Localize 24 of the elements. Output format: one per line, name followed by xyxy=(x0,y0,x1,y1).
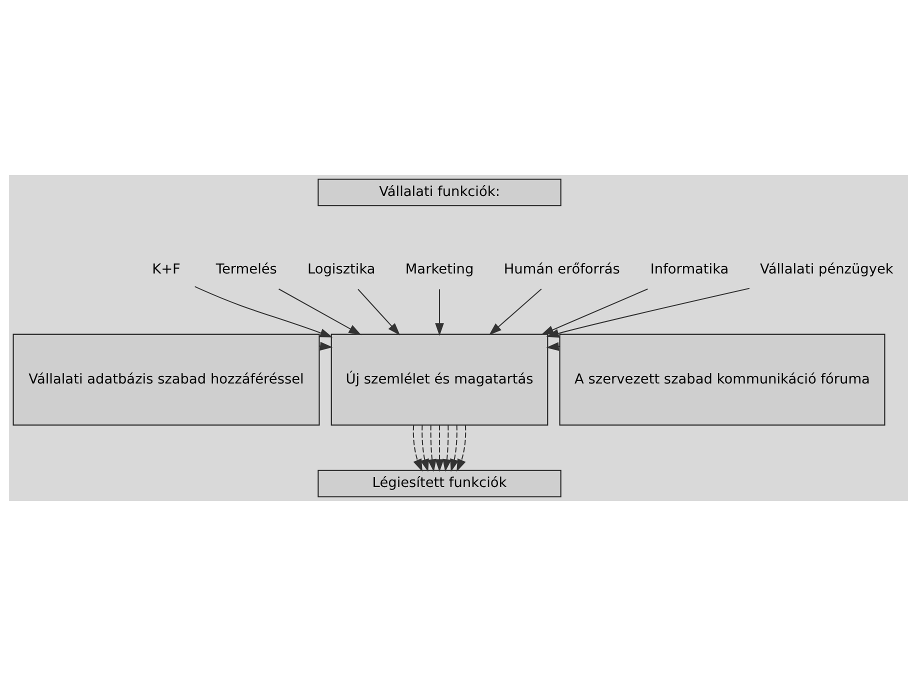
arrow xyxy=(357,288,400,336)
arrow xyxy=(456,425,466,472)
node-text: Marketing xyxy=(404,262,474,278)
arrow xyxy=(442,425,451,472)
arrow xyxy=(450,425,458,472)
node-box: Vállalati funkciók: xyxy=(317,178,561,206)
node-box: Új szemlélet és magatartás xyxy=(330,334,548,426)
arrow xyxy=(412,425,422,472)
arrow xyxy=(434,289,444,336)
node-box: Légiesített funkciók xyxy=(317,470,561,498)
arrow xyxy=(540,288,648,335)
node-text: Termelés xyxy=(215,262,276,278)
node-text: Vállalati pénzügyek xyxy=(760,262,893,278)
node-text: Informatika xyxy=(650,262,728,278)
arrow xyxy=(546,288,750,338)
arrow xyxy=(427,425,436,472)
arrow xyxy=(434,425,444,472)
arrow xyxy=(278,288,361,336)
node-text: K+F xyxy=(152,262,180,278)
arrow xyxy=(488,288,542,336)
node-text: Logisztika xyxy=(306,262,375,278)
node-text: Humán erőforrás xyxy=(503,262,620,278)
arrow xyxy=(194,286,332,338)
arrow xyxy=(420,425,428,472)
